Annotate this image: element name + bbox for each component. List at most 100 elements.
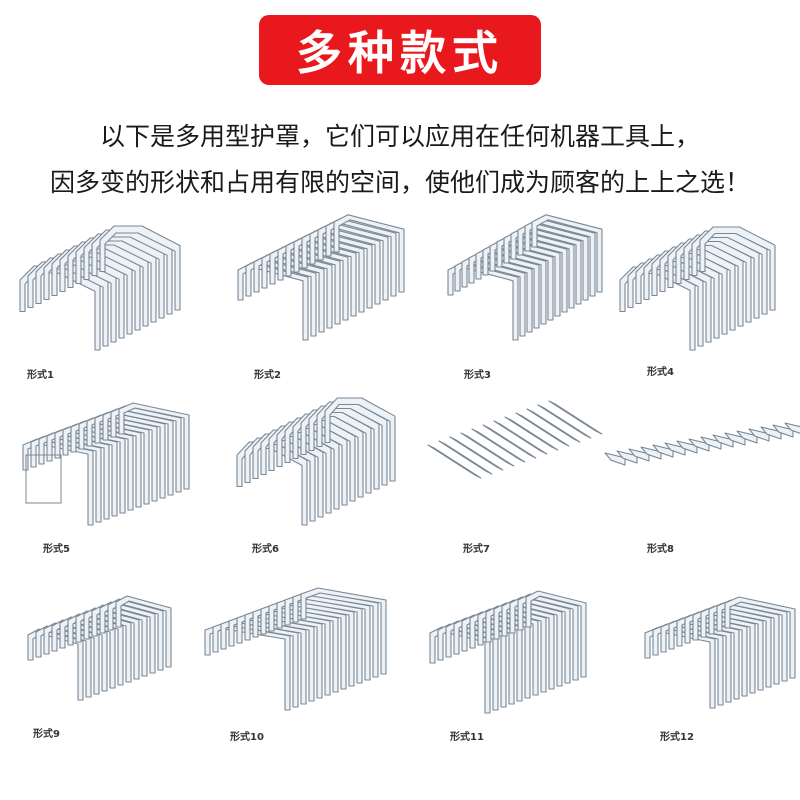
bellows-cover-illustration bbox=[604, 422, 800, 466]
bellows-fold bbox=[548, 400, 603, 435]
bellows-fold bbox=[664, 442, 686, 456]
bellows-fold bbox=[635, 258, 712, 343]
bellows-cover-illustration bbox=[236, 397, 396, 526]
bellows-fold bbox=[75, 610, 132, 683]
bellows-fold bbox=[643, 254, 720, 339]
bellows-fold bbox=[300, 587, 387, 675]
style-item-3: 形式3 bbox=[440, 214, 640, 425]
style-item-12: 形式12 bbox=[640, 595, 800, 785]
bellows-cover-illustration bbox=[447, 214, 603, 341]
style-label: 形式2 bbox=[254, 370, 281, 381]
bellows-fold bbox=[236, 441, 308, 526]
bellows-fold bbox=[700, 436, 722, 450]
style-item-10: 形式10 bbox=[200, 587, 400, 785]
bellows-cover-illustration bbox=[427, 400, 603, 479]
bellows-fold bbox=[67, 241, 149, 327]
style-label: 形式1 bbox=[27, 370, 54, 381]
bellows-fold bbox=[461, 614, 523, 702]
bellows-cover-illustration bbox=[237, 214, 405, 341]
bellows-fold bbox=[688, 438, 710, 452]
intro-line-1: 以下是多用型护罩，它们可以应用在任何机器工具上， bbox=[99, 122, 700, 151]
bellows-fold bbox=[784, 422, 800, 434]
bellows-fold bbox=[75, 237, 157, 323]
style-label: 形式11 bbox=[450, 732, 484, 743]
bellows-fold bbox=[308, 405, 380, 490]
bellows-fold bbox=[427, 444, 482, 479]
bellows-fold bbox=[493, 420, 548, 455]
bellows-fold bbox=[760, 426, 782, 440]
bellows-fold bbox=[699, 226, 776, 311]
bellows-fold bbox=[724, 432, 746, 446]
bellows-fold bbox=[99, 225, 181, 311]
intro-line-2: 因多变的形状和占用有限的空间，使他们成为顾客的上上之选！ bbox=[49, 168, 750, 197]
bellows-fold bbox=[712, 434, 734, 448]
title-badge: 多种款式 bbox=[259, 15, 541, 85]
style-label: 形式12 bbox=[660, 732, 694, 743]
bellows-fold bbox=[51, 249, 133, 335]
bellows-fold bbox=[619, 266, 696, 351]
bellows-cover-illustration bbox=[22, 402, 190, 526]
bellows-fold bbox=[627, 262, 704, 347]
bellows-fold bbox=[276, 421, 348, 506]
style-label: 形式9 bbox=[33, 729, 60, 740]
bellows-fold bbox=[284, 417, 356, 502]
style-item-6: 形式6 bbox=[232, 397, 432, 605]
frame-opening bbox=[25, 454, 62, 504]
bellows-cover-illustration bbox=[429, 590, 587, 714]
style-item-11: 形式11 bbox=[425, 590, 625, 785]
bellows-fold bbox=[244, 437, 316, 522]
bellows-fold bbox=[628, 448, 650, 462]
bellows-fold bbox=[59, 245, 141, 331]
bellows-fold bbox=[482, 424, 537, 459]
bellows-fold bbox=[517, 593, 579, 681]
bellows-fold bbox=[640, 446, 662, 460]
bellows-fold bbox=[27, 628, 84, 701]
bellows-fold bbox=[667, 242, 744, 327]
bellows-fold bbox=[509, 596, 571, 684]
bellows-fold bbox=[736, 430, 758, 444]
bellows-fold bbox=[651, 250, 728, 335]
bellows-fold bbox=[652, 444, 674, 458]
bellows-fold bbox=[445, 620, 507, 708]
bellows-fold bbox=[91, 604, 148, 677]
bellows-fold bbox=[83, 233, 165, 319]
bellows-cover-illustration bbox=[27, 595, 172, 701]
bellows-fold bbox=[501, 599, 563, 687]
bellows-fold bbox=[525, 590, 587, 678]
bellows-fold bbox=[659, 246, 736, 331]
bellows-fold bbox=[300, 409, 372, 494]
bellows-fold bbox=[515, 412, 570, 447]
bellows-fold bbox=[485, 605, 547, 693]
style-label: 形式7 bbox=[463, 544, 490, 555]
bellows-fold bbox=[477, 608, 539, 696]
style-item-4: 形式4 bbox=[615, 226, 800, 425]
bellows-fold bbox=[91, 229, 173, 315]
style-label: 形式3 bbox=[464, 370, 491, 381]
bellows-cover-illustration bbox=[644, 596, 796, 709]
style-item-9: 形式9 bbox=[25, 595, 225, 785]
bellows-fold bbox=[260, 429, 332, 514]
bellows-fold bbox=[449, 436, 504, 471]
bellows-cover-illustration bbox=[204, 587, 387, 711]
bellows-fold bbox=[471, 428, 526, 463]
bellows-fold bbox=[531, 214, 603, 293]
bellows-fold bbox=[748, 428, 770, 442]
bellows-fold bbox=[526, 408, 581, 443]
bellows-fold bbox=[27, 261, 109, 347]
bellows-fold bbox=[292, 413, 364, 498]
bellows-fold bbox=[316, 401, 388, 486]
bellows-fold bbox=[252, 433, 324, 518]
bellows-fold bbox=[604, 452, 626, 466]
bellows-fold bbox=[460, 432, 515, 467]
bellows-fold bbox=[453, 617, 515, 705]
bellows-fold bbox=[724, 596, 796, 679]
bellows-fold bbox=[616, 450, 638, 464]
style-item-2: 形式2 bbox=[230, 214, 430, 425]
style-label: 形式10 bbox=[230, 732, 264, 743]
style-label: 形式5 bbox=[43, 544, 70, 555]
bellows-fold bbox=[115, 595, 172, 668]
bellows-fold bbox=[437, 623, 499, 711]
bellows-fold bbox=[51, 619, 108, 692]
bellows-fold bbox=[324, 397, 396, 482]
bellows-fold bbox=[504, 416, 559, 451]
